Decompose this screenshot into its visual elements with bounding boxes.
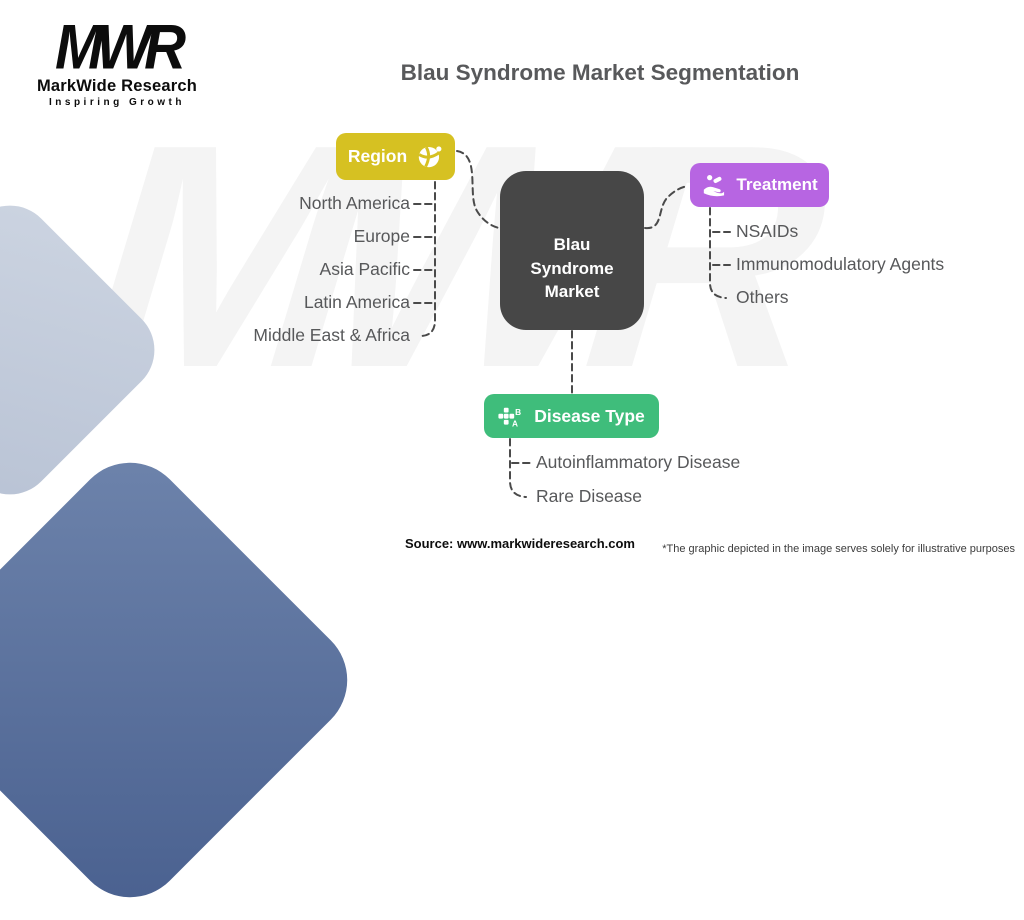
treatment-item-immunomodulatory-agents: Immunomodulatory Agents bbox=[736, 254, 945, 274]
disease-item-rare-disease: Rare Disease bbox=[536, 486, 643, 506]
logo-tagline: Inspiring Growth bbox=[49, 96, 185, 108]
disease-item-autoinflammatory: Autoinflammatory Disease bbox=[536, 452, 741, 472]
region-item-north-america: North America bbox=[299, 193, 410, 213]
region-item-europe: Europe bbox=[353, 226, 410, 246]
center-node-line: Market bbox=[544, 282, 600, 302]
region-item-middle-east-africa: Middle East & Africa bbox=[253, 325, 410, 345]
hand-holding-pills-icon bbox=[701, 172, 727, 198]
disclaimer-text: *The graphic depicted in the image serve… bbox=[662, 543, 1015, 555]
treatment-item-others: Others bbox=[736, 287, 789, 307]
svg-text:A: A bbox=[512, 418, 518, 428]
logo-monogram: MWR bbox=[55, 12, 186, 83]
disease-classification-icon: B A bbox=[498, 404, 525, 429]
treatment-badge-label: Treatment bbox=[736, 175, 818, 194]
source-text: Source: www.markwideresearch.com bbox=[404, 536, 635, 551]
logo-name: MarkWide Research bbox=[36, 76, 198, 95]
center-node-blau-syndrome-market: Blau Syndrome Market bbox=[500, 171, 644, 330]
region-badge: Region bbox=[336, 133, 455, 180]
region-item-latin-america: Latin America bbox=[303, 292, 410, 312]
region-item-asia-pacific: Asia Pacific bbox=[319, 259, 410, 279]
disease-type-badge: B A Disease Type bbox=[484, 394, 659, 438]
infographic-canvas: MWR MWR MarkWide Research Inspiring Grow… bbox=[0, 12, 1015, 920]
markwide-logo: MWR MarkWide Research Inspiring Growth bbox=[28, 12, 206, 108]
region-badge-label: Region bbox=[347, 146, 408, 166]
svg-text:B: B bbox=[515, 406, 521, 416]
globe-icon bbox=[416, 143, 443, 170]
treatment-item-nsaids: NSAIDs bbox=[736, 221, 799, 241]
treatment-badge: Treatment bbox=[690, 163, 829, 207]
center-node-line: Syndrome bbox=[530, 258, 614, 278]
disease-type-badge-label: Disease Type bbox=[534, 405, 645, 426]
center-node-line: Blau bbox=[553, 235, 591, 255]
page-title: Blau Syndrome Market Segmentation bbox=[400, 60, 800, 85]
